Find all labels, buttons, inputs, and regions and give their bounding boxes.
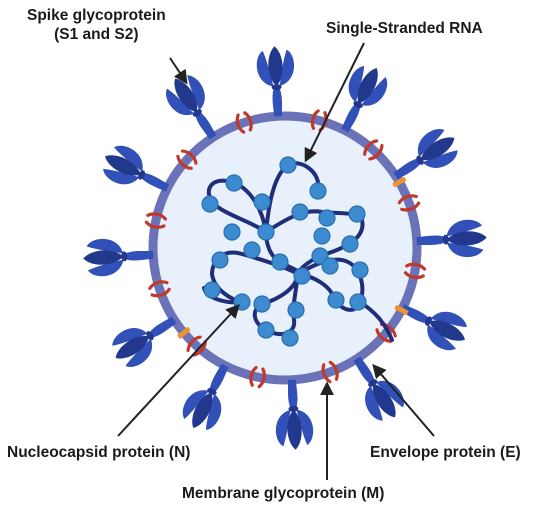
nucleocapsid-icon (253, 295, 271, 313)
envelope-protein-icon (392, 176, 407, 188)
membrane-glycoprotein-label: Membrane glycoprotein (M) (182, 485, 385, 502)
envelope-protein-label: Envelope protein (E) (370, 444, 521, 461)
spike-label-line2: (S1 and S2) (54, 26, 139, 43)
nucleocapsid-icon (271, 253, 289, 271)
nucleocapsid-icon (313, 227, 331, 245)
membrane-protein-icon (363, 139, 384, 161)
envelope-protein-icon (394, 305, 409, 315)
membrane-protein-icon (397, 194, 421, 212)
nucleocapsid-icon (201, 195, 219, 213)
nucleocapsid-icon (327, 291, 345, 309)
nucleocapsid-layer (201, 156, 369, 347)
membrane-protein-icon (249, 365, 266, 389)
membrane-protein-icon (148, 280, 171, 298)
spike-arrow (169, 57, 188, 85)
envelope-protein-icon (177, 326, 191, 339)
nucleocapsid-arrow (117, 303, 240, 437)
rna-arrow (304, 42, 365, 163)
nucleocapsid-icon (318, 209, 336, 227)
spike-glycoprotein-label: Spike glycoprotein (S1 and S2) (27, 6, 166, 44)
envelope-arrow (372, 363, 435, 437)
nucleocapsid-icon (281, 329, 299, 347)
viral-envelope (148, 111, 422, 385)
membrane-protein-icon (321, 360, 339, 384)
nucleocapsid-icon (309, 182, 327, 200)
nucleocapsid-icon (321, 257, 339, 275)
nucleocapsid-icon (279, 156, 297, 174)
nucleocapsid-icon (211, 251, 229, 269)
single-stranded-rna-label: Single-Stranded RNA (326, 20, 483, 37)
nucleocapsid-icon (348, 205, 366, 223)
spike-label-line1: Spike glycoprotein (27, 7, 166, 24)
nucleocapsid-icon (225, 174, 243, 192)
membrane-protein-icon (235, 111, 253, 134)
nucleocapsid-protein-label: Nucleocapsid protein (N) (7, 444, 191, 461)
nucleocapsid-icon (243, 241, 261, 259)
spike-icon (82, 236, 155, 278)
nucleocapsid-icon (203, 281, 221, 299)
membrane-protein-layer (144, 109, 427, 389)
membrane-protein-icon (176, 149, 198, 170)
nucleocapsid-icon (291, 203, 309, 221)
spike-icon (255, 45, 297, 118)
nucleocapsid-icon (351, 261, 369, 279)
spike-icon (415, 218, 488, 260)
membrane-protein-icon (403, 262, 427, 280)
spike-icon (273, 378, 315, 451)
nucleocapsid-icon (341, 235, 359, 253)
nucleocapsid-icon (287, 301, 305, 319)
membrane-protein-icon (186, 335, 207, 357)
nucleocapsid-icon (257, 223, 275, 241)
nucleocapsid-icon (223, 223, 241, 241)
nucleocapsid-icon (293, 267, 311, 285)
nucleocapsid-icon (257, 321, 275, 339)
nucleocapsid-icon (253, 193, 271, 211)
nucleocapsid-icon (349, 293, 367, 311)
